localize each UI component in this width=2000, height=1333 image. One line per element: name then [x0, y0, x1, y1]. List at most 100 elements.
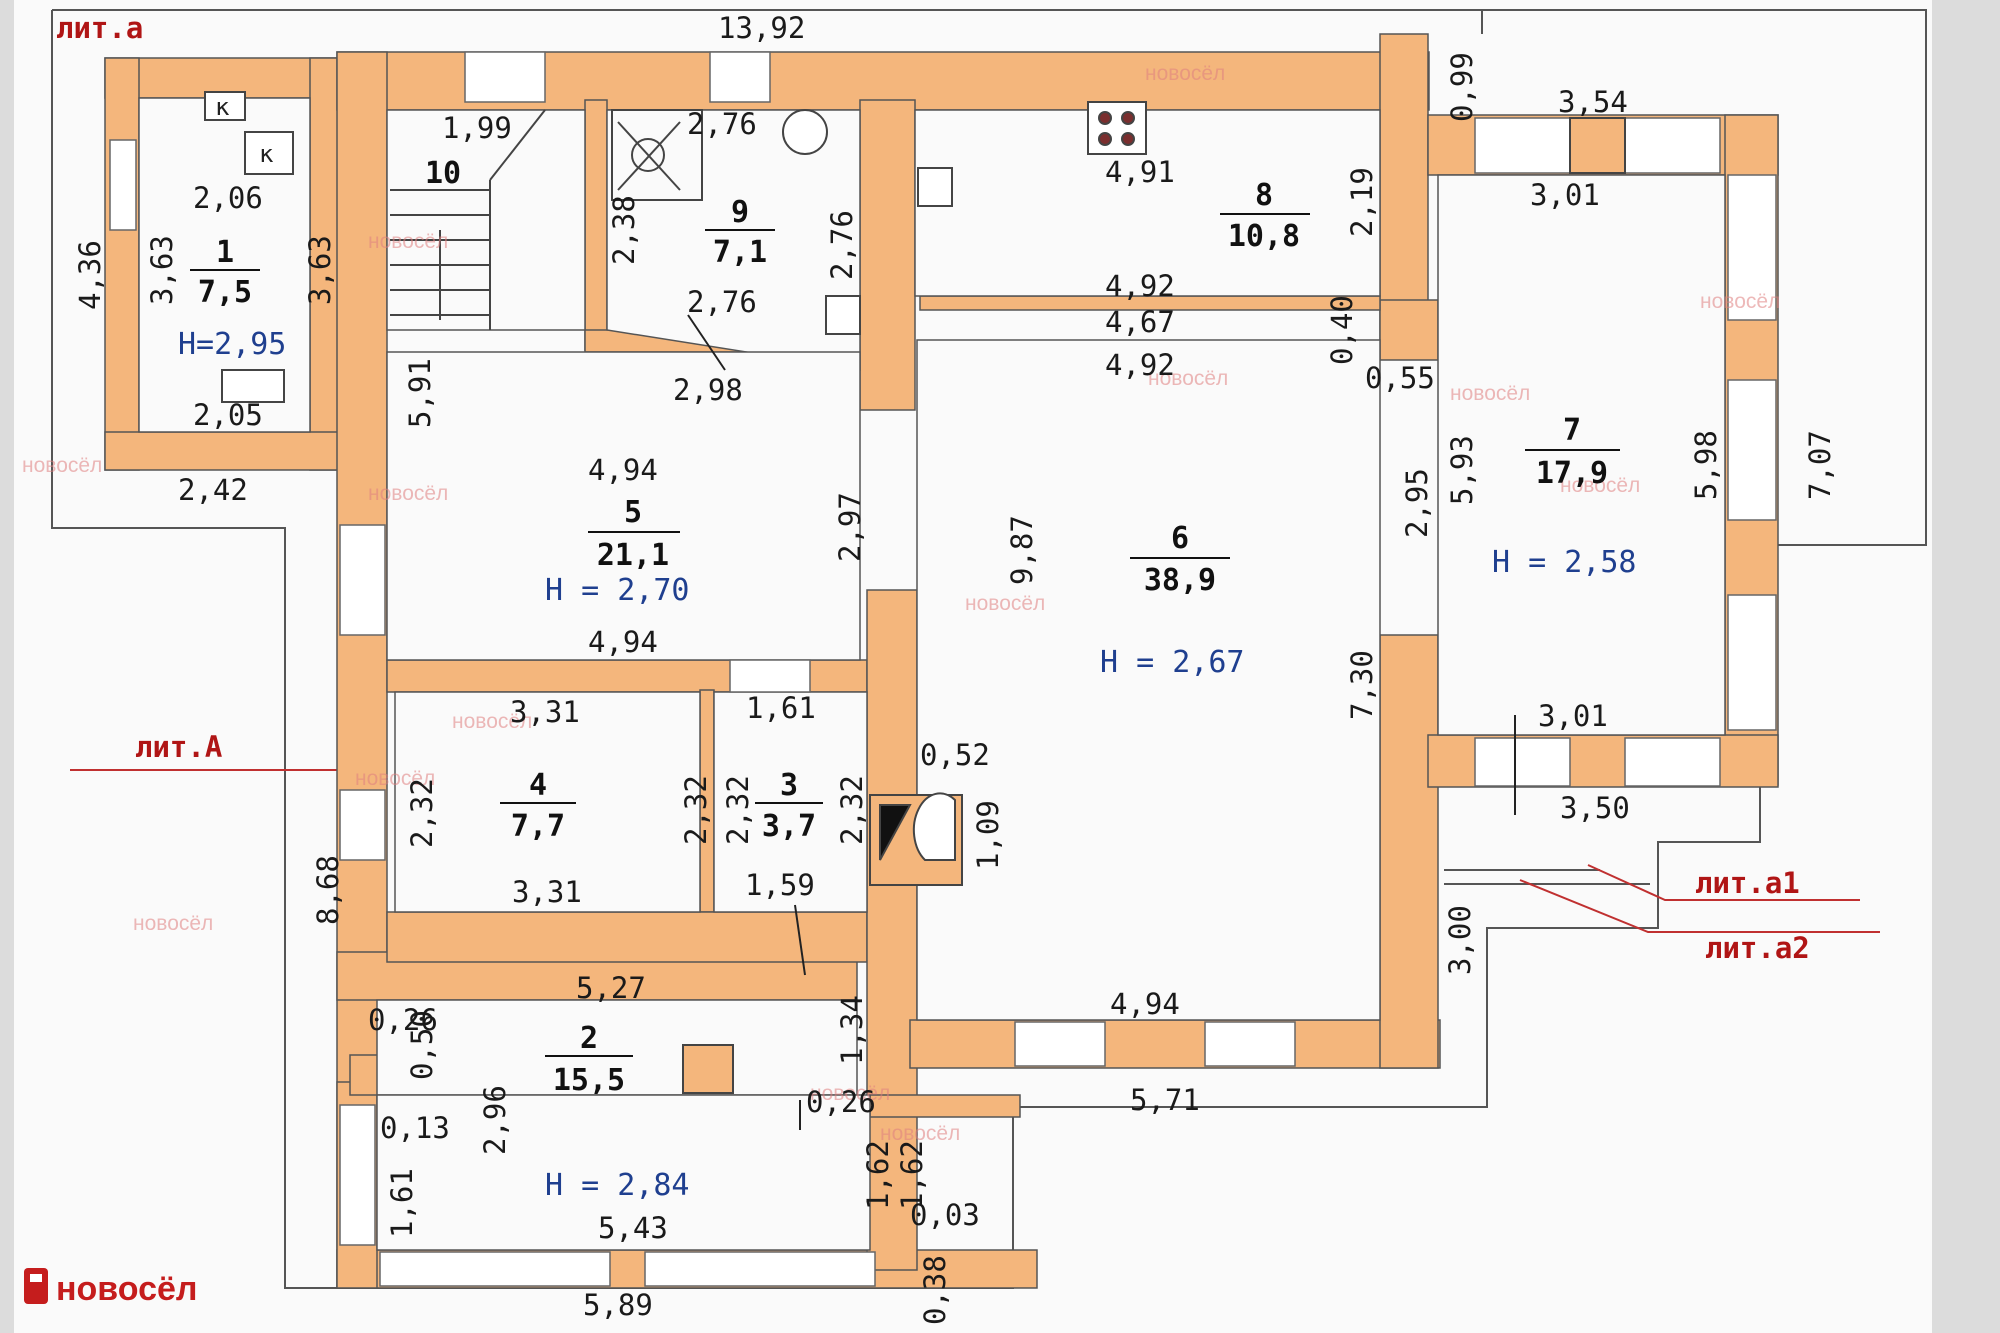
dim-label: 3,01 — [1530, 178, 1600, 212]
dim-label: 2,96 — [478, 1085, 512, 1155]
dim-label: 5,43 — [598, 1211, 668, 1245]
room-labels: 1 7,5 Н=2,95 10 9 7,1 8 10,8 5 21,1 Н = … — [178, 156, 1637, 1203]
dim-label: 5,98 — [1689, 430, 1723, 500]
dim-label: 0,99 — [1445, 52, 1479, 122]
dim-label: 0,13 — [380, 1111, 450, 1145]
dim-label: 0,26 — [806, 1085, 876, 1119]
dim-label: 1,09 — [971, 800, 1005, 870]
stove-mark-top: к — [215, 93, 230, 121]
room-9-area: 7,1 — [713, 235, 767, 270]
svg-text:новосёл: новосёл — [368, 230, 448, 253]
dim-label: 5,91 — [403, 358, 437, 428]
dim-label: 0,55 — [1365, 361, 1435, 395]
dim-label: 1,62 — [861, 1140, 895, 1210]
dim-label: 2,32 — [721, 775, 755, 845]
dim-label: 3,00 — [1443, 905, 1477, 975]
room-2-number: 2 — [580, 1021, 598, 1056]
lit-a1-label: лит.а1 — [1695, 866, 1800, 900]
lit-a-top-label: лит.а — [56, 11, 143, 45]
svg-text:новосёл: новосёл — [452, 710, 532, 733]
dimensions: 13,92 3,54 3,01 1,99 2,76 2,76 2,98 4,91… — [178, 11, 1630, 1322]
gas-stove-icon — [1087, 101, 1147, 155]
room-7-height: Н = 2,58 — [1492, 545, 1637, 580]
dim-label: 2,76 — [687, 107, 757, 141]
windows — [109, 51, 1777, 1287]
dim-label: 2,42 — [178, 473, 248, 507]
dim-label: 4,92 — [1105, 348, 1175, 382]
dim-label: 2,19 — [1345, 167, 1379, 237]
dim-label: 4,94 — [1110, 987, 1180, 1021]
dim-label: 5,93 — [1445, 435, 1479, 505]
dim-label: 0,50 — [405, 1010, 439, 1080]
dim-label: 1,59 — [745, 868, 815, 902]
dim-label: 2,06 — [193, 181, 263, 215]
dim-label: 4,91 — [1105, 155, 1175, 189]
watermarks: новосёл новосёл новосёл новосёл новосёл … — [22, 62, 1780, 1145]
dim-label: 2,32 — [679, 775, 713, 845]
dim-label: 0,52 — [920, 738, 990, 772]
svg-text:новосёл: новосёл — [1560, 474, 1640, 497]
dim-label: 3,31 — [512, 875, 582, 909]
room-6-area: 38,9 — [1144, 563, 1216, 598]
dim-label: 2,38 — [607, 195, 641, 265]
room-4-number: 4 — [529, 768, 547, 803]
dim-label: 3,31 — [510, 695, 580, 729]
room-8-area: 10,8 — [1228, 219, 1300, 254]
svg-text:новосёл: новосёл — [22, 454, 102, 477]
dim-label: 2,76 — [825, 210, 859, 280]
dim-label: 8,68 — [311, 855, 345, 925]
stove-mark: к — [259, 140, 274, 168]
dim-label: 5,89 — [583, 1288, 653, 1322]
dim-label: 3,50 — [1560, 791, 1630, 825]
dim-label: 3,63 — [303, 235, 337, 305]
room-3-number: 3 — [780, 768, 798, 803]
fixtures — [204, 91, 1626, 1094]
dim-label: 4,67 — [1105, 305, 1175, 339]
room-4-area: 7,7 — [511, 809, 565, 844]
room-5-number: 5 — [624, 495, 642, 530]
svg-text:новосёл: новосёл — [133, 912, 213, 935]
pillar-room-2 — [682, 1044, 734, 1094]
lit-A-label: лит.А — [135, 730, 222, 764]
staircase — [390, 109, 546, 330]
dim-label: 4,92 — [1105, 269, 1175, 303]
rooms-floor — [138, 97, 1726, 1251]
dim-label: 0,26 — [368, 1003, 438, 1037]
room-3-area: 3,7 — [762, 809, 816, 844]
dim-label: 1,34 — [835, 995, 869, 1065]
dim-label: 13,92 — [718, 11, 805, 45]
sink-icon-2 — [825, 295, 861, 335]
dim-label: 7,07 — [1803, 430, 1837, 500]
dim-label: 5,71 — [1130, 1083, 1200, 1117]
dim-label: 4,36 — [73, 240, 107, 310]
dim-label: 3,63 — [145, 235, 179, 305]
dim-label: 1,61 — [746, 691, 816, 725]
svg-text:новосёл: новосёл — [1145, 62, 1225, 85]
dim-label: 2,98 — [673, 373, 743, 407]
gas-meter-icon — [782, 109, 828, 155]
dim-label: 4,94 — [588, 453, 658, 487]
dimensions-vertical: 0,99 2,38 2,76 2,19 0,40 3,63 3,63 4,36 … — [73, 52, 1837, 1325]
room-1-number: 1 — [216, 235, 234, 270]
dim-label: 5,27 — [576, 971, 646, 1005]
room-2-height: Н = 2,84 — [545, 1168, 690, 1203]
lit-a2-label: лит.а2 — [1705, 931, 1810, 965]
dim-label: 1,62 — [895, 1140, 929, 1210]
room-5-area: 21,1 — [597, 538, 669, 573]
dim-label: 0,03 — [910, 1198, 980, 1232]
boiler-icon — [611, 109, 703, 201]
room-10-number: 10 — [425, 156, 461, 191]
sink-icon — [917, 167, 953, 207]
dim-label: 0,40 — [1325, 295, 1359, 365]
room-6-height: Н = 2,67 — [1100, 645, 1245, 680]
stove-1-marker — [221, 369, 285, 403]
dim-label: 0,38 — [918, 1255, 952, 1325]
svg-text:новосёл: новосёл — [880, 1122, 960, 1145]
brand-logo: новосёл — [24, 1268, 198, 1308]
svg-text:новосёл: новосёл — [1700, 290, 1780, 313]
dim-label: 2,32 — [835, 775, 869, 845]
dim-label: 2,97 — [833, 492, 867, 562]
dim-label: 3,54 — [1558, 85, 1628, 119]
room-9-number: 9 — [731, 195, 749, 230]
room-8-number: 8 — [1255, 178, 1273, 213]
